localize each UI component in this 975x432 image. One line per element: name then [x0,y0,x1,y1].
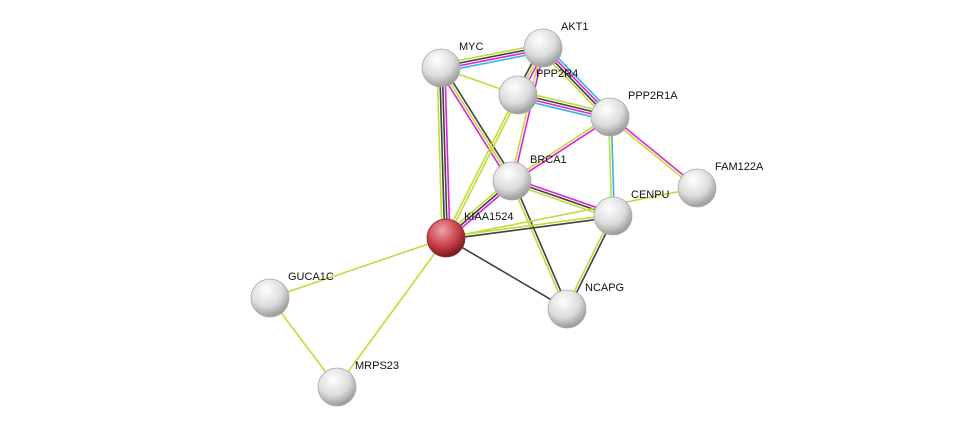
node-label: PPP2R4 [536,68,578,80]
node-sphere[interactable] [677,168,717,208]
node-sphere[interactable] [498,75,538,115]
node-sphere[interactable] [250,278,290,318]
edge-line-yellow [510,181,567,310]
edge-line-black [445,237,568,310]
edge-line-yellow [510,115,610,181]
edge-AKT1-BRCA1[interactable] [509,47,546,182]
node-sphere[interactable] [590,97,630,137]
node-label: CENPU [631,189,670,201]
node-AKT1[interactable]: AKT1 [523,21,589,68]
node-label: MYC [459,41,484,53]
node-PPP2R4[interactable]: PPP2R4 [498,68,578,115]
node-PPP2R1A[interactable]: PPP2R1A [590,90,678,137]
edge-line-yellow [444,94,518,238]
edge-line-yellow [509,47,543,181]
edge-line-black [446,216,614,241]
node-BRCA1[interactable]: BRCA1 [492,154,567,201]
node-label: GUCA1C [288,271,334,283]
edge-MYC-KIAA1524[interactable] [436,67,451,239]
node-NCAPG[interactable]: NCAPG [547,282,624,329]
node-sphere[interactable] [317,367,357,407]
edge-line-black [442,66,515,181]
node-MYC[interactable]: MYC [421,41,484,88]
edge-line-yellow [336,237,447,388]
edge-line-black [441,67,449,238]
edge-line-yellow [436,68,443,239]
node-CENPU[interactable]: CENPU [593,189,670,236]
edge-line-magenta [438,68,511,183]
edge-KIAA1524-GUCA1C[interactable] [269,237,447,299]
node-label: FAM122A [715,161,764,173]
node-sphere[interactable] [492,161,532,201]
node-sphere[interactable] [421,48,461,88]
edge-KIAA1524-FAM122A[interactable] [445,187,698,239]
node-sphere[interactable] [593,196,633,236]
node-KIAA1524[interactable]: KIAA1524 [426,211,514,258]
edge-line-black [438,68,446,239]
edge-KIAA1524-NCAPG[interactable] [445,237,568,310]
edge-BRCA1-NCAPG[interactable] [510,180,569,310]
node-sphere[interactable] [426,218,466,258]
edge-line-yellow [445,187,698,239]
node-label: BRCA1 [530,154,567,166]
node-label: PPP2R1A [628,90,678,102]
edge-line-yellow [440,67,513,182]
edge-line-yellow [446,95,520,239]
edge-PPP2R4-KIAA1524[interactable] [444,94,520,239]
node-MRPS23[interactable]: MRPS23 [317,360,399,407]
edge-line-magenta [512,117,612,183]
node-label: AKT1 [561,21,589,33]
edge-MYC-BRCA1[interactable] [438,66,515,183]
node-label: MRPS23 [355,360,399,372]
edge-line-yellow [269,237,447,299]
node-FAM122A[interactable]: FAM122A [677,161,764,208]
node-label: KIAA1524 [464,211,514,223]
node-sphere[interactable] [547,289,587,329]
edge-line-magenta [444,67,451,238]
node-label: NCAPG [585,282,624,294]
node-sphere[interactable] [523,28,563,68]
edge-line-magenta [512,48,546,182]
edge-KIAA1524-MRPS23[interactable] [336,237,447,388]
edge-PPP2R1A-BRCA1[interactable] [510,115,612,183]
node-GUCA1C[interactable]: GUCA1C [250,271,334,318]
edge-line-black [512,180,569,309]
